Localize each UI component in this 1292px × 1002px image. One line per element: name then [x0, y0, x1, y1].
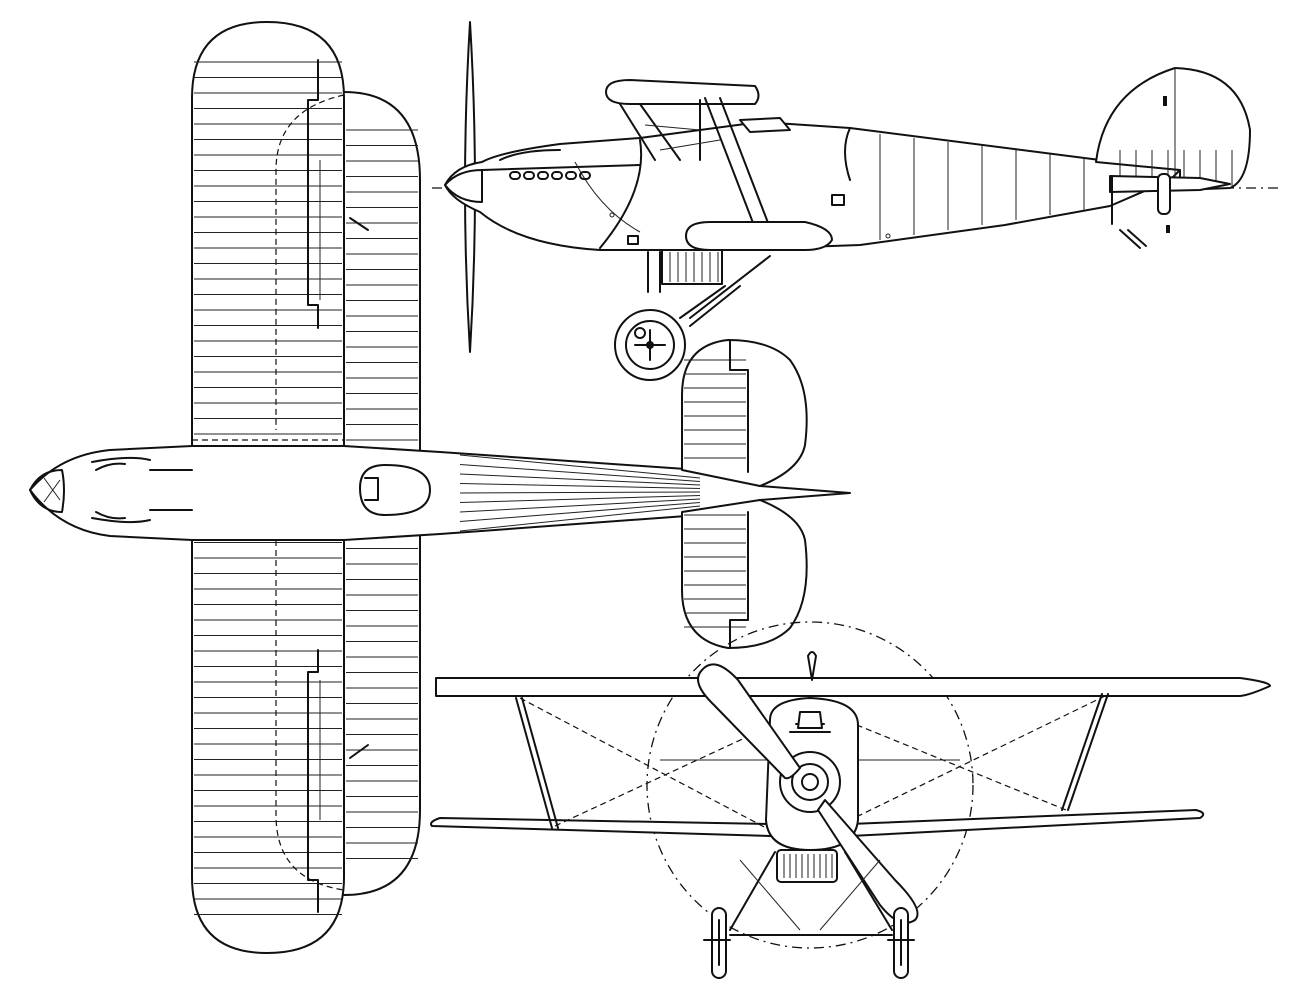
side-view — [432, 21, 1280, 381]
stringer — [459, 502, 701, 522]
upper-wing-side — [605, 79, 760, 105]
tailplane-bottom — [681, 499, 808, 649]
exhaust-port — [551, 171, 563, 180]
stringer — [459, 491, 701, 494]
stringer — [459, 498, 701, 513]
fuselage-side — [444, 121, 1181, 251]
fuselage-stringers — [459, 454, 701, 532]
exhaust-port — [523, 171, 535, 180]
aileron-top — [307, 59, 319, 329]
lower-wing-hidden-outline — [275, 94, 345, 430]
fin-rudder — [1095, 67, 1251, 191]
exhaust-port — [565, 171, 577, 180]
stringer — [459, 454, 701, 479]
cockpit-plan — [359, 464, 431, 516]
lower-wing-side — [685, 221, 833, 251]
stringer — [459, 495, 701, 503]
tailplane-top — [681, 339, 808, 487]
exhaust-port — [579, 171, 591, 180]
upper-wing-front — [435, 677, 1271, 697]
exhaust-port — [509, 171, 521, 180]
fuselage-plan — [29, 445, 851, 541]
lower-wing-ribs — [346, 129, 418, 859]
front-view — [430, 621, 1271, 979]
radiator-side — [661, 249, 723, 285]
stringer — [459, 483, 701, 489]
upper-wing-ribs — [194, 61, 342, 915]
exhaust-ports — [509, 171, 591, 180]
exhaust-port — [537, 171, 549, 180]
aileron-bottom — [307, 649, 319, 913]
tailplane-ribs — [684, 359, 746, 628]
plan-view — [29, 21, 851, 954]
stringer — [459, 464, 701, 482]
propeller-disc — [646, 621, 974, 949]
radiator-front — [776, 849, 838, 883]
rear-fuselage-stringers — [879, 134, 1085, 240]
lower-wing-front — [430, 809, 1205, 837]
propeller-front — [697, 663, 801, 780]
stringer — [459, 473, 701, 486]
stringer — [459, 505, 701, 532]
